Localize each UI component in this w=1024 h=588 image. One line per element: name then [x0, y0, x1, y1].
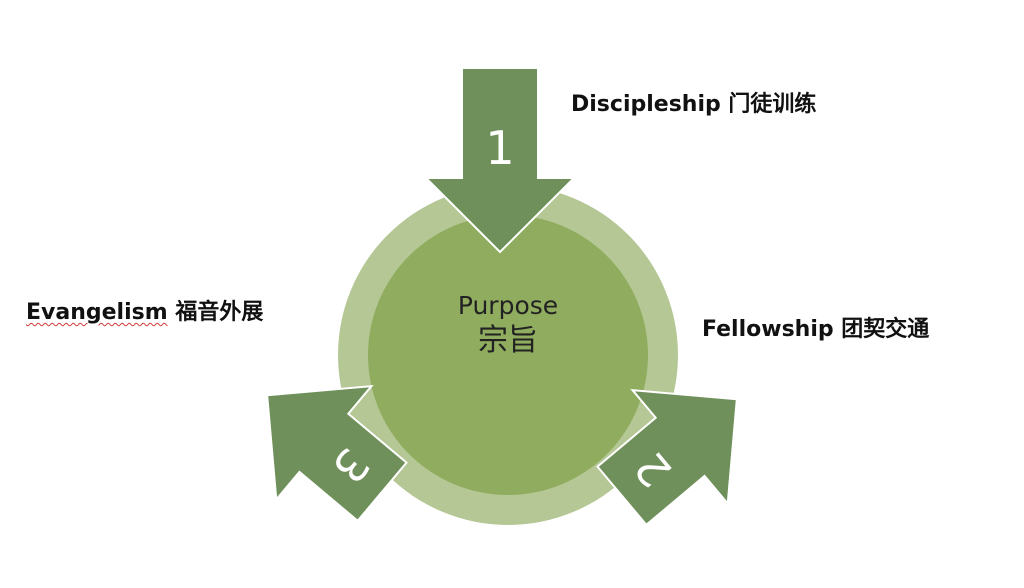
arrow-1-number: 1: [485, 121, 514, 175]
arrow-3: 3: [266, 384, 408, 523]
label-fellowship: Fellowship 团契交通: [702, 311, 929, 343]
arrow-3-shape: [266, 384, 408, 523]
arrow-1-shape: [423, 67, 577, 254]
arrow-2: 2: [596, 388, 738, 527]
label-discipleship-en: Discipleship: [571, 92, 721, 117]
label-evangelism-zh: 福音外展: [175, 300, 264, 325]
label-discipleship-zh: 门徒训练: [728, 92, 817, 117]
label-evangelism-en: Evangelism: [26, 300, 168, 325]
label-evangelism: Evangelism 福音外展: [26, 294, 263, 326]
arrow-2-shape: [596, 388, 738, 527]
arrow-1: 1: [423, 67, 577, 254]
center-subtitle: 宗旨: [478, 323, 538, 358]
center-label: Purpose 宗旨: [428, 290, 588, 360]
label-fellowship-en: Fellowship: [702, 317, 834, 342]
inner-circle: [368, 215, 648, 495]
center-title: Purpose: [457, 291, 559, 320]
label-fellowship-zh: 团契交通: [841, 317, 930, 342]
label-discipleship: Discipleship 门徒训练: [571, 86, 816, 118]
